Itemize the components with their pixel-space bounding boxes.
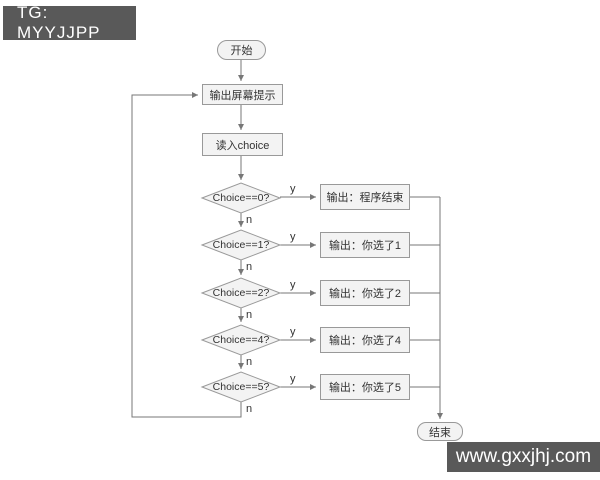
tg-watermark: TG: MYYJJPP: [3, 3, 136, 42]
output-node-3: 输出：你选了4: [320, 327, 410, 353]
decision-diamond-2: [200, 277, 282, 309]
output-node-2: 输出：你选了2: [320, 280, 410, 306]
decision-label-4: Choice==5?: [212, 381, 270, 393]
read-choice-node: 读入choice: [202, 133, 283, 156]
yes-label-4: y: [290, 373, 296, 385]
decision-label-2: Choice==2?: [212, 287, 270, 299]
yes-label-3: y: [290, 326, 296, 338]
decision-diamond-1: [200, 229, 282, 261]
decision-diamond-3: [200, 324, 282, 356]
decision-diamonds: [200, 182, 282, 403]
output-node-1: 输出：你选了1: [320, 232, 410, 258]
no-label-3: n: [246, 356, 253, 368]
site-watermark: www.gxxjhj.com: [447, 442, 600, 472]
connector-lines: [131, 60, 443, 419]
no-label-2: n: [246, 309, 253, 321]
decision-diamond-4: [200, 371, 282, 403]
output-node-4: 输出：你选了5: [320, 374, 410, 400]
decision-diamond-0: [200, 182, 282, 214]
start-node: 开始: [217, 40, 266, 60]
yes-label-2: y: [290, 279, 296, 291]
no-label-1: n: [246, 261, 253, 273]
decision-label-0: Choice==0?: [212, 192, 270, 204]
no-label-4: n: [246, 403, 253, 415]
prompt-process-node: 输出屏幕提示: [202, 84, 283, 105]
yes-label-1: y: [290, 231, 296, 243]
end-node: 结束: [417, 422, 463, 441]
no-label-0: n: [246, 214, 253, 226]
decision-label-1: Choice==1?: [212, 239, 270, 251]
output-node-0: 输出：程序结束: [320, 184, 410, 210]
yes-label-0: y: [290, 183, 296, 195]
decision-label-3: Choice==4?: [212, 334, 270, 346]
